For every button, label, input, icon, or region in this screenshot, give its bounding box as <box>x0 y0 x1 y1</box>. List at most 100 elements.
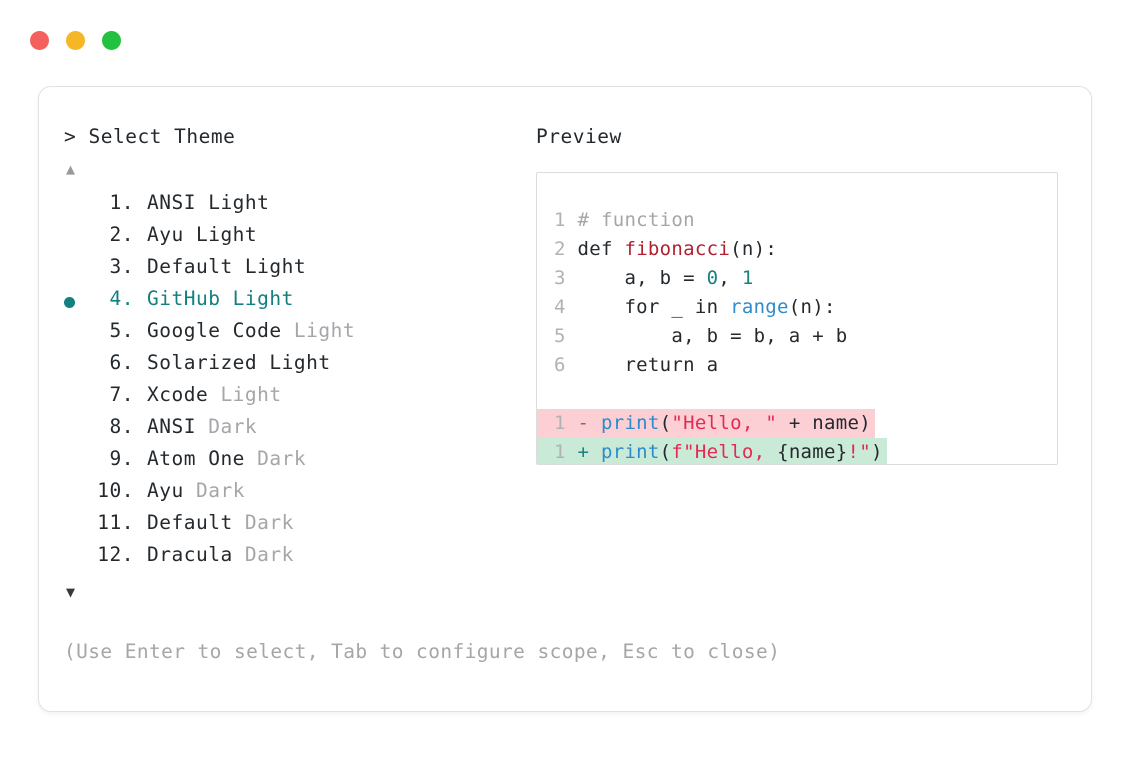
theme-item-variant: Dark <box>232 510 294 534</box>
theme-item-index: 2. <box>109 222 134 246</box>
theme-item-name: Default Light <box>147 254 307 278</box>
theme-item-variant: Dark <box>195 414 258 438</box>
code-line-number: 4 <box>554 295 578 318</box>
diff-line-removed: 1 - print("Hello, " + name) <box>537 408 1057 438</box>
code-token: {name} <box>777 440 848 463</box>
code-line-number: 3 <box>554 266 578 289</box>
theme-list-item[interactable]: 12. Dracula Dark <box>64 543 534 575</box>
code-token: "Hello, " <box>671 411 778 434</box>
code-token: !" <box>847 440 871 463</box>
select-theme-prompt: > Select Theme <box>64 125 236 148</box>
diff-marker: - <box>577 411 601 434</box>
code-line: 1 # function <box>537 206 1057 235</box>
theme-item-name: Default <box>147 510 233 534</box>
window-traffic-lights <box>30 31 121 50</box>
selection-bullet-cell <box>64 297 90 308</box>
code-blank-line <box>537 380 1057 409</box>
theme-item-variant: Light <box>281 318 356 342</box>
theme-item-name: Google Code <box>147 318 282 342</box>
preview-label: Preview <box>536 125 622 148</box>
code-token: (n): <box>788 295 836 318</box>
close-button[interactable] <box>30 31 49 50</box>
theme-list-item[interactable]: 3. Default Light <box>64 255 534 287</box>
code-token: def <box>577 237 625 260</box>
code-token: f"Hello, <box>671 440 778 463</box>
diff-marker: + <box>577 440 601 463</box>
code-token: # function <box>577 208 695 231</box>
code-line: 6 return a <box>537 351 1057 380</box>
theme-item-name: Dracula <box>147 542 233 566</box>
code-token: , <box>718 266 742 289</box>
theme-item-variant: Light <box>208 382 282 406</box>
diff-line-added: 1 + print(f"Hello, {name}!") <box>537 437 1057 464</box>
theme-item-name: Solarized Light <box>147 350 331 374</box>
code-line: 3 a, b = 0, 1 <box>537 264 1057 293</box>
code-token: 1 <box>741 266 754 289</box>
theme-list-item[interactable]: 6. Solarized Light <box>64 351 534 383</box>
theme-item-variant: Dark <box>232 542 294 566</box>
scroll-down-arrow-icon[interactable]: ▼ <box>66 582 76 601</box>
theme-list-item[interactable]: 2. Ayu Light <box>64 223 534 255</box>
theme-item-index: 8. <box>109 414 134 438</box>
theme-item-index: 11. <box>97 510 134 534</box>
theme-list-item[interactable]: 1. ANSI Light <box>64 191 534 223</box>
theme-item-name: Atom One <box>147 446 245 470</box>
theme-item-index: 5. <box>109 318 134 342</box>
theme-item-index: 3. <box>109 254 134 278</box>
code-line: 5 a, b = b, a + b <box>537 322 1057 351</box>
keyboard-hint: (Use Enter to select, Tab to configure s… <box>64 640 781 663</box>
theme-item-index: 4. <box>109 286 134 310</box>
minimize-button[interactable] <box>66 31 85 50</box>
theme-item-index: 7. <box>109 382 134 406</box>
code-line: 4 for _ in range(n): <box>537 293 1057 322</box>
theme-list-item[interactable]: 7. Xcode Light <box>64 383 534 415</box>
theme-item-index: 6. <box>109 350 134 374</box>
code-line-number: 6 <box>554 353 578 376</box>
theme-list-item[interactable]: 11. Default Dark <box>64 511 534 543</box>
code-token: for _ in <box>577 295 731 318</box>
code-token: ( <box>659 440 672 463</box>
theme-item-index: 10. <box>97 478 134 502</box>
code-line-number: 5 <box>554 324 578 347</box>
code-token: a, b = b, a + b <box>577 324 848 347</box>
code-token: + name) <box>777 411 871 434</box>
diff-line-number: 1 <box>554 440 578 463</box>
theme-item-variant: Dark <box>244 446 307 470</box>
code-token: (n): <box>730 237 778 260</box>
theme-item-name: ANSI <box>147 414 196 438</box>
code-token: print <box>600 440 660 463</box>
selected-bullet-icon <box>64 297 75 308</box>
diff-line-content: 1 - print("Hello, " + name) <box>537 408 875 438</box>
theme-item-variant: Dark <box>183 478 245 502</box>
code-token: 0 <box>706 266 719 289</box>
theme-selector-panel: > Select Theme ▲ 1. ANSI Light 2. Ayu Light… <box>64 127 534 600</box>
theme-item-name: Ayu <box>147 478 184 502</box>
theme-list-item[interactable]: 9.Atom One Dark <box>64 447 534 479</box>
code-token: a, b = <box>577 266 707 289</box>
code-token: ( <box>659 411 672 434</box>
code-token: fibonacci <box>624 237 731 260</box>
theme-list-item[interactable]: 5. Google Code Light <box>64 319 534 351</box>
theme-item-name: ANSI Light <box>147 190 270 214</box>
theme-item-name: GitHub Light <box>147 286 294 310</box>
theme-list-item[interactable]: 10. Ayu Dark <box>64 479 534 511</box>
theme-list-item[interactable]: 8. ANSI Dark <box>64 415 534 447</box>
theme-list-item[interactable]: 4. GitHub Light <box>64 287 534 319</box>
theme-item-name: Ayu Light <box>147 222 258 246</box>
code-line: 2 def fibonacci(n): <box>537 235 1057 264</box>
code-token: return a <box>577 353 719 376</box>
theme-item-index: 12. <box>97 542 134 566</box>
maximize-button[interactable] <box>102 31 121 50</box>
code-token: print <box>600 411 660 434</box>
theme-item-index: 1. <box>109 190 134 214</box>
code-token: range <box>730 295 789 318</box>
diff-line-number: 1 <box>554 411 578 434</box>
theme-item-name: Xcode <box>147 382 209 406</box>
code-line-number: 1 <box>554 208 578 231</box>
code-line-number: 2 <box>554 237 578 260</box>
code-token: ) <box>871 440 883 463</box>
scroll-up-arrow-icon[interactable]: ▲ <box>66 159 76 178</box>
